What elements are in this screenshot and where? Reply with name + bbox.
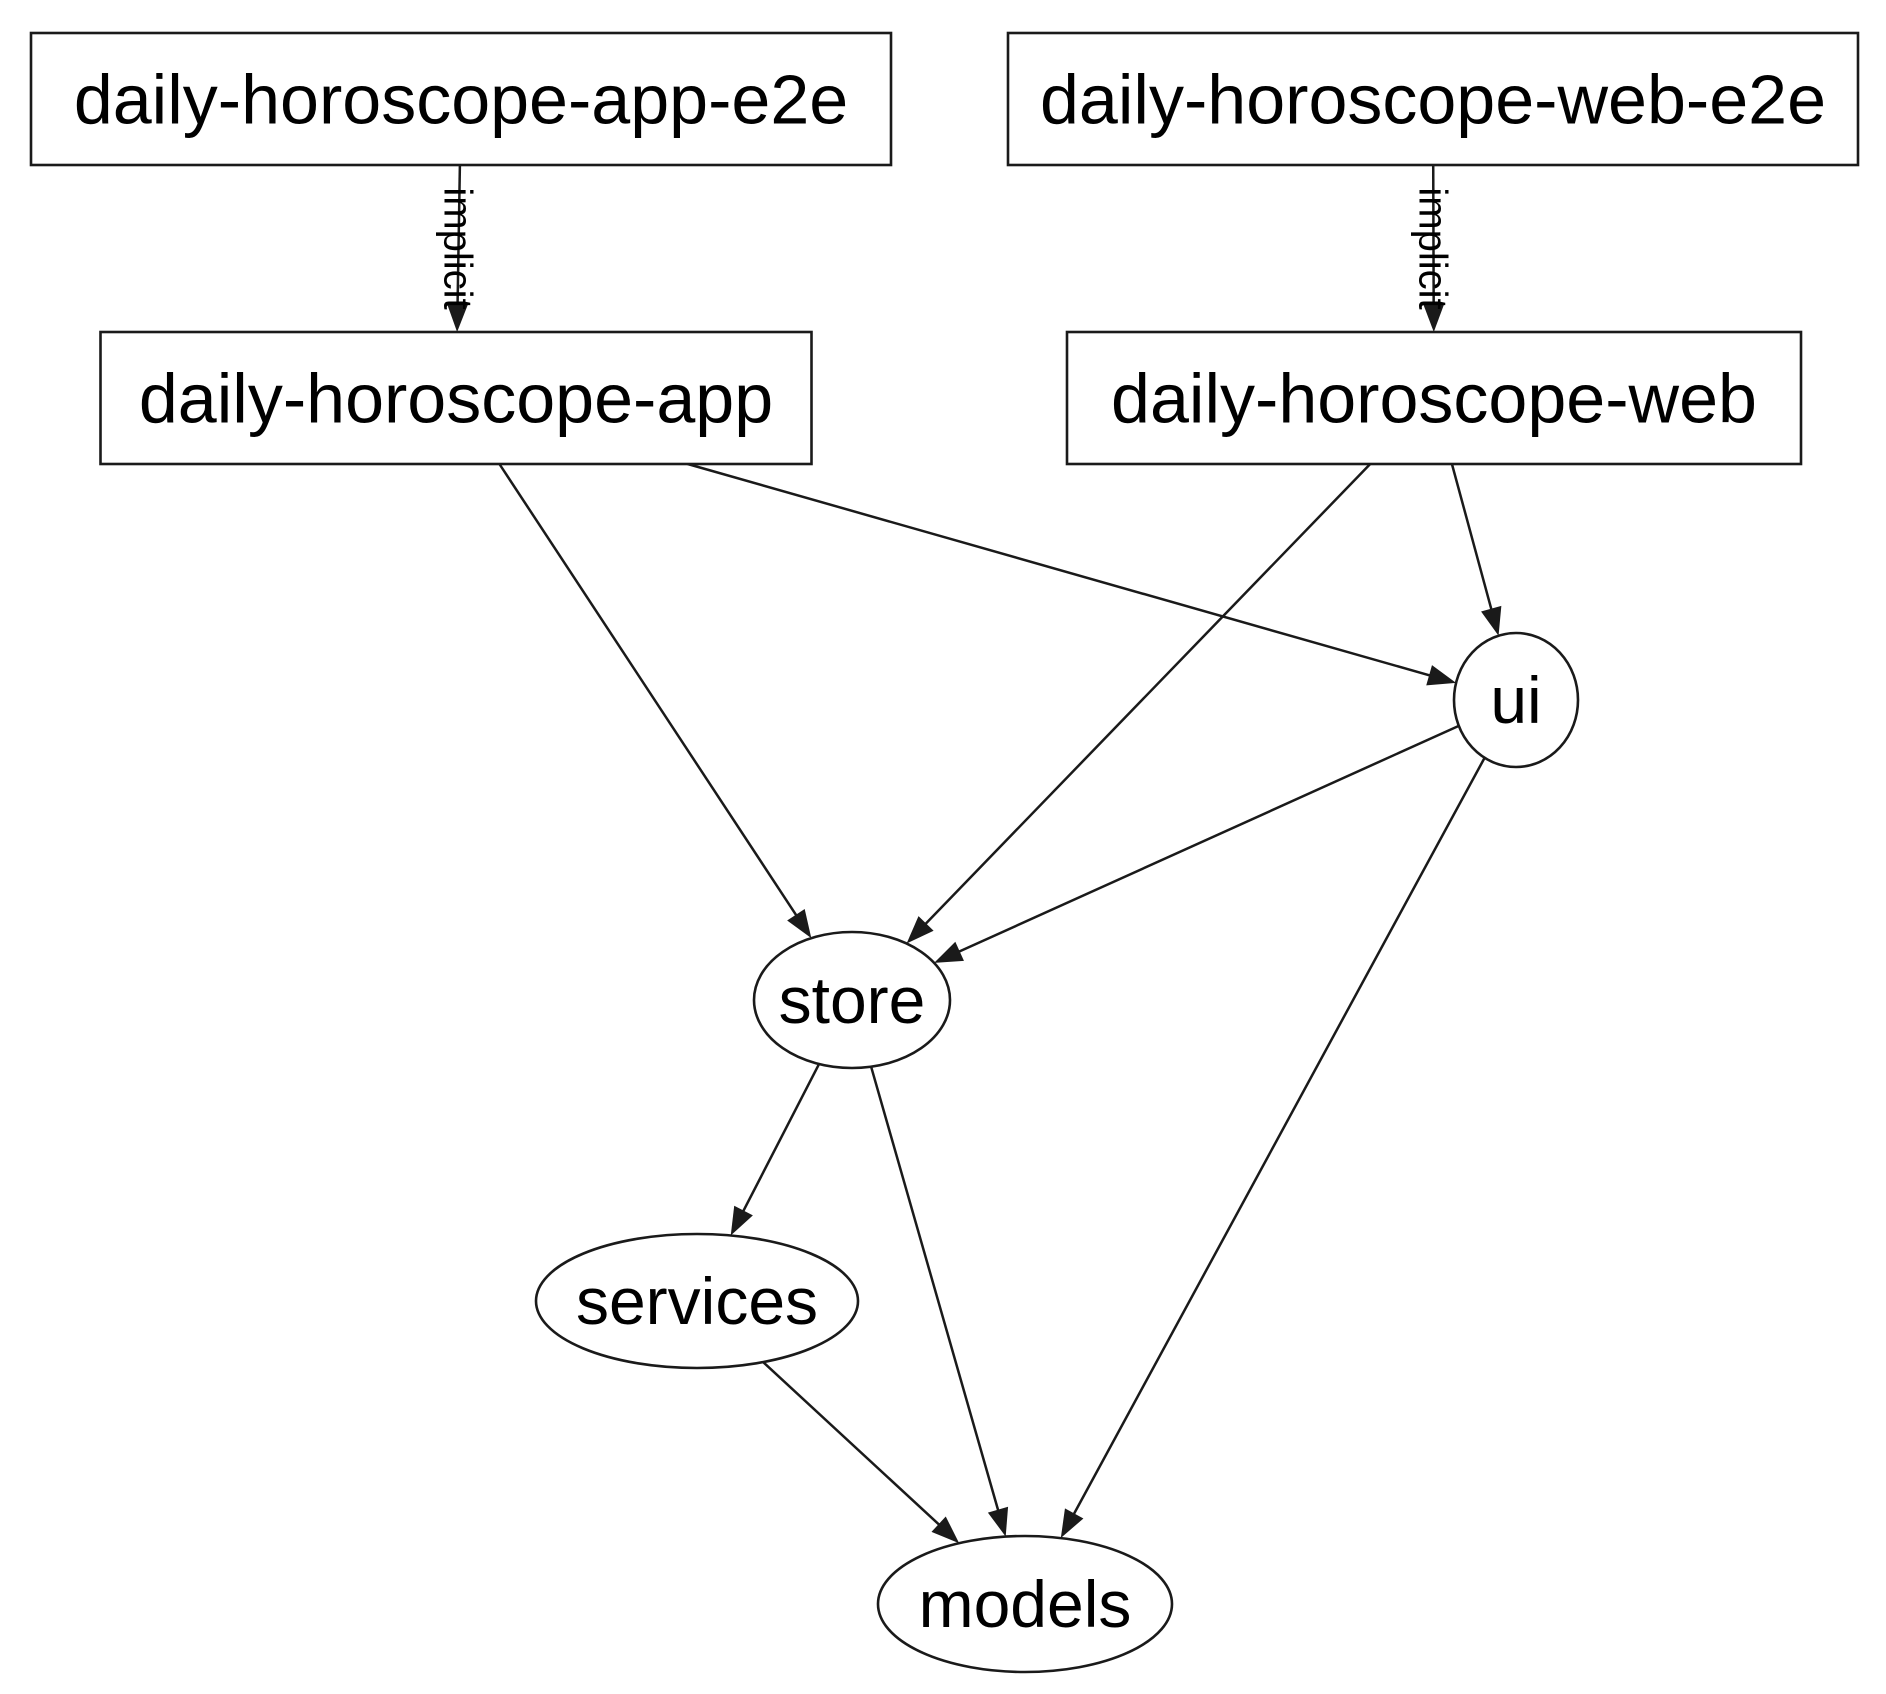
- edge-daily-horoscope-web-e2e-to-daily-horoscope-web: [1423, 164, 1445, 332]
- edge-line: [1069, 757, 1486, 1522]
- edge-ui-to-store: [934, 724, 1460, 963]
- edge-label-implicit: implicit: [436, 187, 480, 309]
- edge-store-to-models: [869, 1066, 1009, 1537]
- node-label-store: store: [779, 963, 926, 1037]
- graph-node-services: services: [534, 1232, 860, 1370]
- edge-labels-layer: implicit implicit: [436, 187, 1455, 309]
- ui-ellipse: [1452, 631, 1580, 769]
- graph-node-daily-horoscope-web: daily-horoscope-web: [1065, 330, 1803, 466]
- node-label-daily-horoscope-web-e2e: daily-horoscope-web-e2e: [1040, 61, 1826, 139]
- edge-line: [869, 1066, 1002, 1518]
- edge-ui-to-models: [1060, 757, 1486, 1539]
- edge-line: [951, 724, 1460, 956]
- edge-line: [687, 462, 1438, 679]
- arrowhead: [987, 1506, 1009, 1537]
- edges-layer: [447, 164, 1502, 1544]
- arrowhead: [906, 916, 934, 944]
- daily-horoscope-app-e2e-box: [29, 31, 893, 167]
- edge-daily-horoscope-web-to-store: [906, 463, 1372, 944]
- node-label-models: models: [919, 1567, 1132, 1641]
- node-label-services: services: [576, 1264, 818, 1338]
- store-ellipse: [752, 930, 952, 1070]
- daily-horoscope-web-box: [1065, 330, 1803, 466]
- graph-node-models: models: [876, 1534, 1174, 1674]
- arrowhead: [1060, 1508, 1084, 1539]
- graph-node-store: store: [752, 930, 952, 1070]
- edge-line: [1450, 463, 1495, 617]
- arrowhead: [1423, 303, 1445, 332]
- edge-services-to-models: [762, 1361, 960, 1544]
- node-label-daily-horoscope-app: daily-horoscope-app: [139, 360, 773, 438]
- arrowhead: [1426, 665, 1457, 686]
- edge-line: [738, 1063, 821, 1219]
- edge-line: [919, 463, 1372, 931]
- node-label-daily-horoscope-app-e2e: daily-horoscope-app-e2e: [74, 61, 848, 139]
- edge-daily-horoscope-app-e2e-to-daily-horoscope-app: [447, 164, 469, 332]
- edge-line: [456, 164, 462, 313]
- daily-horoscope-app-box: [99, 330, 813, 466]
- edge-daily-horoscope-app-to-ui: [687, 462, 1457, 686]
- graph-node-daily-horoscope-app: daily-horoscope-app: [99, 330, 813, 466]
- graph-node-daily-horoscope-app-e2e: daily-horoscope-app-e2e: [29, 31, 893, 167]
- graph-node-daily-horoscope-web-e2e: daily-horoscope-web-e2e: [1006, 31, 1860, 167]
- arrowhead: [934, 941, 964, 963]
- edge-line: [498, 463, 802, 923]
- services-ellipse: [534, 1232, 860, 1370]
- daily-horoscope-web-e2e-box: [1006, 31, 1860, 167]
- arrowhead: [787, 908, 812, 939]
- arrowhead: [447, 303, 469, 332]
- arrowhead: [730, 1205, 753, 1236]
- models-ellipse: [876, 1534, 1174, 1674]
- node-label-ui: ui: [1490, 663, 1541, 737]
- edge-line: [762, 1361, 946, 1531]
- edge-daily-horoscope-app-to-store: [498, 463, 812, 939]
- edge-store-to-services: [730, 1063, 821, 1236]
- edge-label-implicit: implicit: [1411, 187, 1455, 309]
- nodes-layer: daily-horoscope-app-e2e daily-horoscope-w…: [29, 31, 1860, 1674]
- graph-node-ui: ui: [1452, 631, 1580, 769]
- edge-daily-horoscope-web-to-ui: [1450, 463, 1502, 636]
- arrowhead: [931, 1516, 960, 1544]
- node-label-daily-horoscope-web: daily-horoscope-web: [1111, 360, 1757, 438]
- arrowhead: [1481, 605, 1502, 636]
